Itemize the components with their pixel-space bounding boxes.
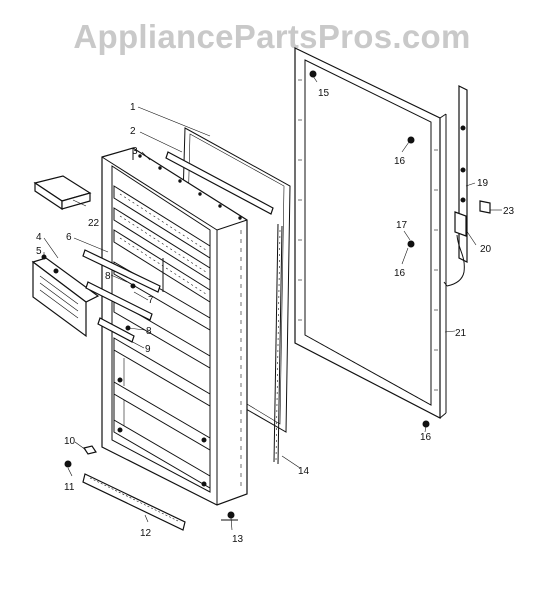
part-label-2: 2	[130, 126, 136, 137]
butter-dish	[33, 175, 92, 211]
part-label-15: 15	[318, 88, 330, 99]
part-label-16c: 16	[420, 432, 432, 443]
part-label-9: 9	[145, 344, 151, 355]
watermark: AppliancePartsPros.com	[73, 18, 471, 55]
part-label-3: 3	[132, 146, 138, 157]
part-label-16b: 16	[394, 268, 406, 279]
door-handle-bracket	[443, 85, 491, 287]
shelf-bar-upper	[82, 249, 161, 293]
outer-door-screws	[309, 70, 430, 428]
part-labels: 1 2 3 4 5 6 7 8 8 9 10 11 12 13 14 15 16…	[36, 88, 515, 545]
control-housing	[31, 254, 100, 338]
part-label-7: 7	[148, 295, 154, 306]
leader-lines	[43, 75, 502, 531]
part-label-21: 21	[455, 328, 467, 339]
shelf-bar-lower	[85, 281, 153, 321]
part-label-23: 23	[503, 206, 515, 217]
part-label-6: 6	[66, 232, 72, 243]
outer-door-panel	[294, 47, 447, 419]
part-label-17: 17	[396, 220, 408, 231]
breaker-strip	[273, 223, 283, 465]
bottom-hinge-bushing	[64, 445, 238, 521]
part-label-8b: 8	[146, 326, 152, 337]
inner-door-liner	[101, 147, 248, 506]
part-label-4: 4	[36, 232, 42, 243]
part-label-19: 19	[477, 178, 489, 189]
part-label-5: 5	[36, 246, 42, 257]
bottom-trim-strip	[82, 473, 186, 531]
part-label-1: 1	[130, 102, 136, 113]
part-label-22: 22	[88, 218, 100, 229]
part-label-14: 14	[298, 466, 310, 477]
part-label-16a: 16	[394, 156, 406, 167]
part-label-20: 20	[480, 244, 492, 255]
part-label-12: 12	[140, 528, 152, 539]
part-label-11: 11	[64, 482, 75, 493]
top-trim-strip	[165, 151, 274, 215]
part-label-10: 10	[64, 436, 76, 447]
part-label-13: 13	[232, 534, 244, 545]
part-label-8a: 8	[105, 271, 111, 282]
